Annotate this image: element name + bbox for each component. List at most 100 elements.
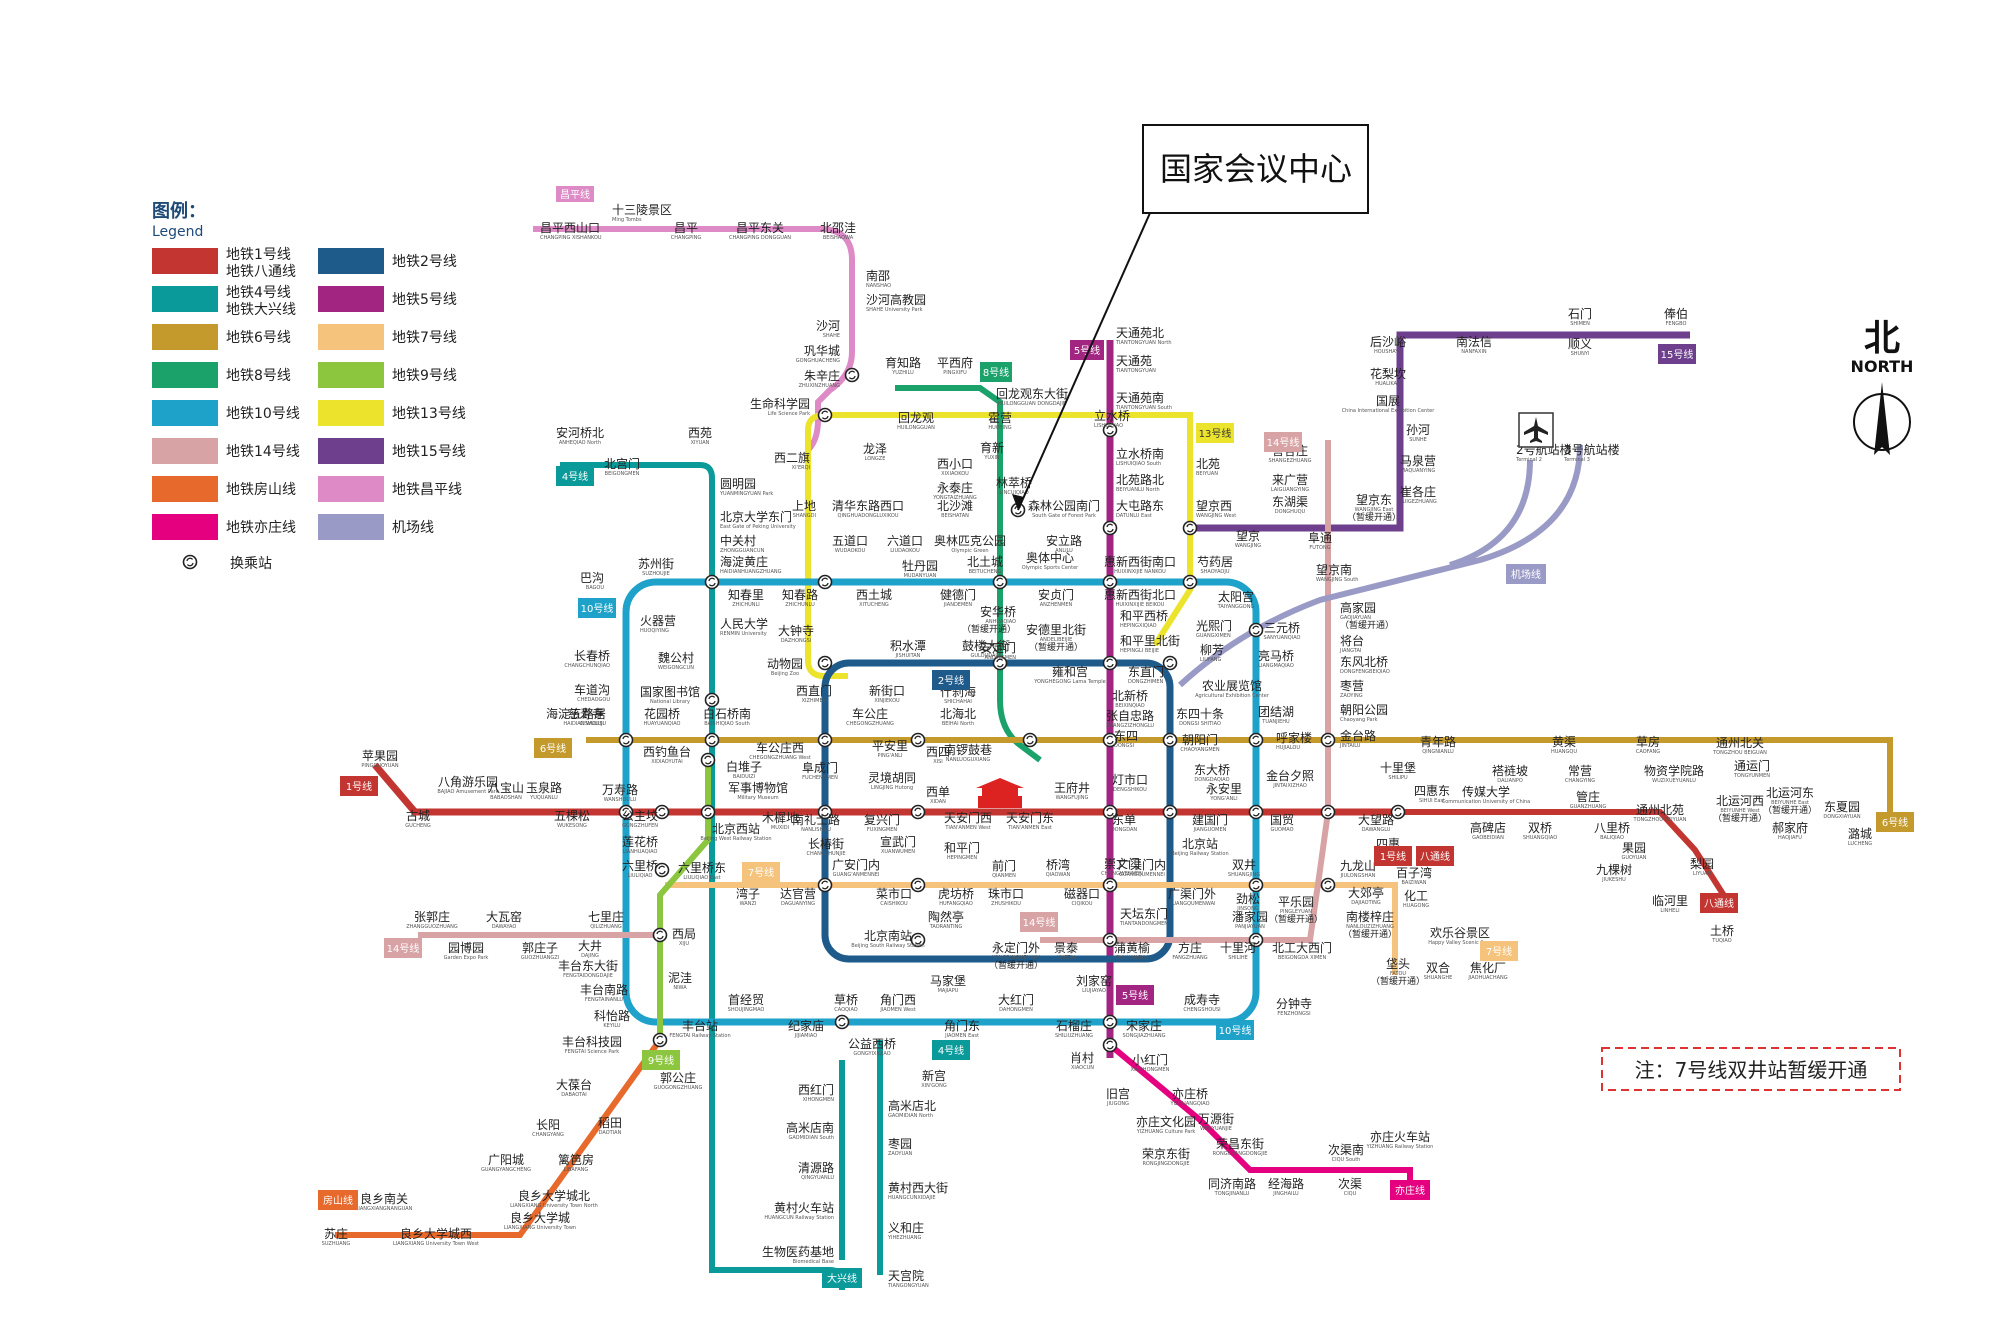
transfer-icon[interactable] <box>1320 877 1336 893</box>
transfer-icon[interactable] <box>1182 520 1198 536</box>
transfer-icon[interactable] <box>910 732 926 748</box>
transfer-icon[interactable] <box>652 927 668 943</box>
transfer-icon[interactable] <box>1162 732 1178 748</box>
transfer-icon[interactable] <box>834 1014 850 1030</box>
transfer-icon[interactable] <box>704 732 720 748</box>
transfer-icon[interactable] <box>618 732 634 748</box>
transfer-icon[interactable] <box>704 574 720 590</box>
transfer-icon[interactable] <box>1162 804 1178 820</box>
transfer-icon[interactable] <box>700 804 716 820</box>
